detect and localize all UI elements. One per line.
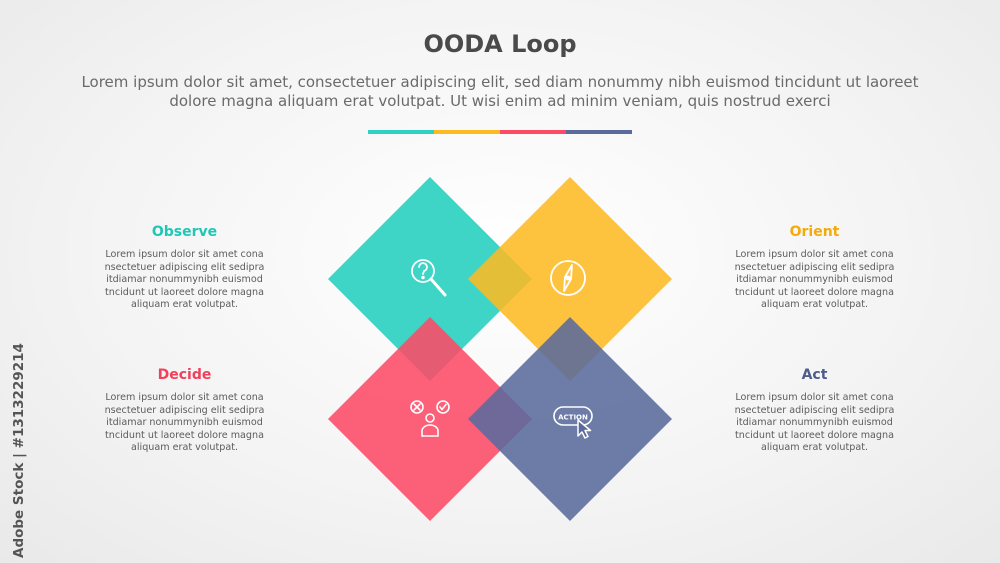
divider-segment-observe xyxy=(368,130,434,134)
step-observe-label: Observe xyxy=(151,224,218,240)
compass-icon xyxy=(550,260,586,296)
action-button-cursor-icon: ACTION xyxy=(553,406,593,439)
decision-person-icon xyxy=(410,400,450,437)
step-observe: Observe Lorem ipsum dolor sit amet cona … xyxy=(92,224,277,312)
step-act-text: Lorem ipsum dolor sit amet cona nsectetu… xyxy=(734,392,895,454)
step-decide-label: Decide xyxy=(157,367,212,383)
watermark-text: Adobe Stock | #1313229214 xyxy=(11,343,27,558)
step-orient-label: Orient xyxy=(789,224,840,240)
step-decide: Decide Lorem ipsum dolor sit amet cona n… xyxy=(92,367,277,455)
page-subtitle: Lorem ipsum dolor sit amet, consectetuer… xyxy=(81,73,919,110)
divider-segment-decide xyxy=(500,130,566,134)
step-observe-text: Lorem ipsum dolor sit amet cona nsectetu… xyxy=(104,249,265,311)
color-divider xyxy=(368,130,632,134)
step-decide-text: Lorem ipsum dolor sit amet cona nsectetu… xyxy=(104,392,265,454)
magnifier-question-icon xyxy=(411,259,447,297)
diamond-decide xyxy=(328,317,532,521)
stock-watermark: Adobe Stock | #1313229214 xyxy=(11,343,27,558)
divider-segment-orient xyxy=(434,130,500,134)
page-title: OODA Loop xyxy=(423,30,577,58)
step-orient-text: Lorem ipsum dolor sit amet cona nsectetu… xyxy=(734,249,895,311)
action-icon-label: ACTION xyxy=(558,414,588,422)
step-orient: Orient Lorem ipsum dolor sit amet cona n… xyxy=(722,224,907,312)
step-act: Act Lorem ipsum dolor sit amet cona nsec… xyxy=(722,367,907,455)
divider-segment-act xyxy=(566,130,632,134)
diamond-act xyxy=(468,317,672,521)
step-act-label: Act xyxy=(801,367,828,383)
